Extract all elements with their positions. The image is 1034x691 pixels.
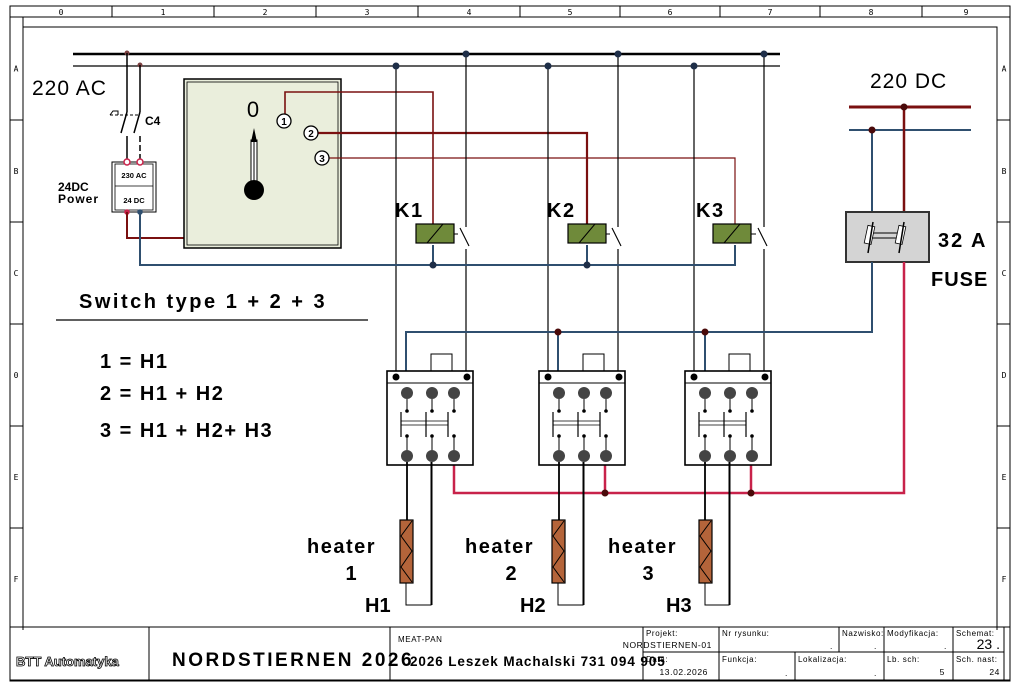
fuse-label: FUSE	[931, 269, 988, 291]
fuse-32a[interactable]	[845, 211, 930, 263]
heater-number-label: 1	[345, 563, 356, 585]
row-label-right: D	[1002, 371, 1007, 380]
legend-line-2: 2 = H1 + H2	[100, 383, 224, 405]
lb-sch-value: 5	[940, 667, 945, 677]
ac-supply-label: 220 AC	[32, 77, 107, 100]
heater-h3[interactable]	[698, 462, 730, 606]
psu-output-label: 24 DC	[123, 196, 145, 205]
nr-rysunku-value: .	[830, 641, 833, 651]
svg-text:3: 3	[319, 154, 325, 165]
heater-number-label: 3	[642, 563, 653, 585]
schemat-value: 23 .	[977, 636, 1000, 652]
author-line: 2026 Leszek Machalski 731 094 905	[410, 654, 666, 669]
heater-h2[interactable]	[551, 462, 584, 606]
data-value: 13.02.2026	[659, 667, 708, 677]
relay-k2[interactable]	[567, 223, 622, 249]
switch-position-1[interactable]: 1	[276, 113, 292, 129]
drawing-frame	[9, 5, 1011, 682]
sch-nast-label: Sch. nast:	[956, 655, 998, 664]
relay-label: K2	[547, 200, 576, 222]
column-label: 6	[668, 8, 673, 17]
svg-text:1: 1	[281, 117, 287, 128]
heater-tag-label: H1	[365, 595, 391, 617]
ac-drops	[395, 54, 765, 375]
column-label: 2	[263, 8, 268, 17]
lokalizacja-label: Lokalizacja:	[798, 655, 847, 664]
row-label-left: 0	[14, 371, 19, 380]
heater-tag-label: H2	[520, 595, 546, 617]
legend-title: Switch type 1 + 2 + 3	[79, 291, 327, 313]
heater-tag-label: H3	[666, 595, 692, 617]
row-label-left: A	[14, 65, 19, 74]
heater-number-label: 2	[505, 563, 516, 585]
row-label-right: C	[1002, 269, 1007, 278]
row-label-left: B	[14, 167, 19, 176]
psu-label-line2: Power	[58, 192, 99, 206]
contactor-3[interactable]	[684, 353, 772, 605]
contactor-1[interactable]	[386, 353, 474, 605]
funkcja-label: Funkcja:	[722, 655, 757, 664]
svg-text:2: 2	[308, 129, 314, 140]
column-label: 9	[964, 8, 969, 17]
column-label: 0	[59, 8, 64, 17]
relay-label: K3	[696, 200, 725, 222]
column-label: 5	[568, 8, 573, 17]
ac-junctions	[392, 50, 768, 70]
heater-word-label: heater	[608, 536, 677, 558]
data-label: Data:	[646, 655, 668, 664]
switch-knob-icon	[244, 180, 264, 200]
switch-position-2[interactable]: 2	[303, 125, 319, 141]
contactor-2[interactable]	[538, 353, 626, 605]
heater-word-label: heater	[465, 536, 534, 558]
lb-sch-label: Lb. sch:	[887, 655, 920, 664]
breaker-label: C4	[145, 114, 161, 128]
nazwisko-value: .	[874, 641, 877, 651]
schemat-label: Schemat:	[956, 629, 995, 638]
row-label-right: A	[1002, 65, 1007, 74]
column-label: 1	[161, 8, 166, 17]
row-label-left: E	[14, 473, 19, 482]
rotary-switch[interactable]	[183, 78, 342, 249]
title-block	[10, 627, 1010, 681]
switch-position-3[interactable]: 3	[314, 150, 330, 166]
projekt-label: Projekt:	[646, 629, 678, 638]
power-supply-24dc[interactable]	[111, 158, 157, 215]
relay-k3[interactable]	[712, 223, 768, 249]
ac-bus	[73, 52, 780, 67]
company-logo: BTT Automatyka	[16, 654, 120, 669]
column-label: 3	[365, 8, 370, 17]
legend-line-3: 3 = H1 + H2+ H3	[100, 420, 273, 442]
row-label-right: F	[1002, 575, 1007, 584]
modyfikacja-value: .	[944, 641, 947, 651]
subtitle: MEAT-PAN	[398, 635, 443, 644]
column-label: 8	[869, 8, 874, 17]
heater-word-label: heater	[307, 536, 376, 558]
relay-k1[interactable]	[415, 223, 470, 249]
column-label: 4	[467, 8, 472, 17]
dc-supply-label: 220 DC	[870, 70, 947, 93]
row-label-left: F	[14, 575, 19, 584]
fuse-rating: 32 A	[938, 230, 988, 252]
breaker-c4[interactable]	[109, 50, 143, 161]
funkcja-value: .	[785, 668, 788, 678]
nr-rysunku-label: Nr rysunku:	[722, 629, 770, 638]
row-label-right: B	[1002, 167, 1007, 176]
switch-zero-label: 0	[247, 97, 259, 122]
nazwisko-label: Nazwisko:	[842, 629, 884, 638]
row-label-left: C	[14, 269, 19, 278]
modyfikacja-label: Modyfikacja:	[887, 629, 939, 638]
heater-h1[interactable]	[399, 462, 432, 606]
project-title: NORDSTIERNEN 2026	[172, 650, 414, 671]
column-label: 7	[768, 8, 773, 17]
sch-nast-value: 24	[989, 667, 1000, 677]
psu-label-line1: 24DC	[58, 180, 89, 194]
psu-input-label: 230 AC	[121, 171, 147, 180]
legend-line-1: 1 = H1	[100, 351, 168, 373]
row-label-right: E	[1002, 473, 1007, 482]
relay-label: K1	[395, 200, 424, 222]
lokalizacja-value: .	[874, 668, 877, 678]
projekt-value: NORDSTIERNEN-01	[623, 640, 712, 650]
